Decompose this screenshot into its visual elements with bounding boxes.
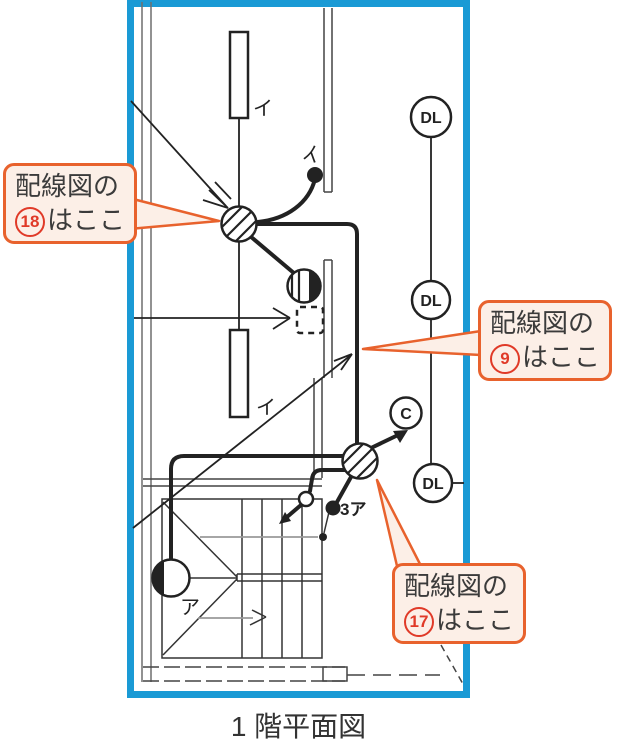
ceiling-rose-dot: [307, 167, 323, 183]
callout-9-prefix: 配線図の: [490, 308, 595, 338]
callout-18-tail: [127, 196, 221, 231]
wall-light-symbol: [286, 268, 322, 304]
callout-9-number: 9: [490, 344, 520, 374]
callout-18-number: 18: [15, 207, 45, 237]
fluorescent-lamps: [228, 30, 250, 419]
downlight-symbol: [412, 462, 454, 504]
three-way-switch: [325, 500, 341, 516]
circuit-label-i: イ: [256, 397, 276, 419]
downlight-column: DL DL DL: [409, 95, 464, 504]
stair-direction-arrow: [249, 609, 267, 626]
callout-18-suffix: はここ: [47, 205, 126, 235]
thick-wiring: [169, 167, 408, 563]
downlight-symbol: [410, 279, 452, 321]
switch-label-3a: 3ア: [340, 500, 366, 519]
callout-17-tail: [375, 478, 423, 568]
arrow-to-box-18: [130, 100, 232, 209]
callout-17-suffix: はここ: [436, 605, 515, 635]
downlight-label: DL: [420, 293, 442, 310]
lamp-symbol: [228, 30, 250, 120]
circuit-label-i: イ: [253, 98, 273, 120]
downlight-label: DL: [422, 476, 444, 493]
downlight-label: DL: [420, 110, 442, 127]
chime-label: C: [400, 406, 412, 423]
callout-18-prefix: 配線図の: [15, 171, 120, 201]
callout-9-suffix: はここ: [522, 342, 601, 372]
callout-9-tail: [361, 329, 483, 357]
downlight-symbol: [409, 95, 453, 139]
junction-box-17: [341, 442, 379, 480]
arrow-horizontal: [134, 307, 291, 330]
figure-caption: 1 階平面図: [230, 711, 367, 742]
dashed-equipment-box: [295, 305, 325, 335]
stairs: [161, 498, 330, 659]
circuit-label-a: ア: [180, 597, 200, 619]
wire-arrowhead: [393, 430, 408, 443]
callout-17-prefix: 配線図の: [404, 571, 509, 601]
junction-dot: [319, 533, 327, 541]
stair-lamp-symbol: [151, 558, 191, 598]
chime-symbol: C: [389, 396, 423, 430]
junction-box-18: [220, 205, 258, 243]
callout-17-number: 17: [404, 607, 434, 637]
lamp-symbol: [228, 328, 250, 419]
wire-arrowhead: [279, 512, 291, 524]
device-circle: [297, 490, 315, 508]
wall-lines: [141, 2, 464, 685]
